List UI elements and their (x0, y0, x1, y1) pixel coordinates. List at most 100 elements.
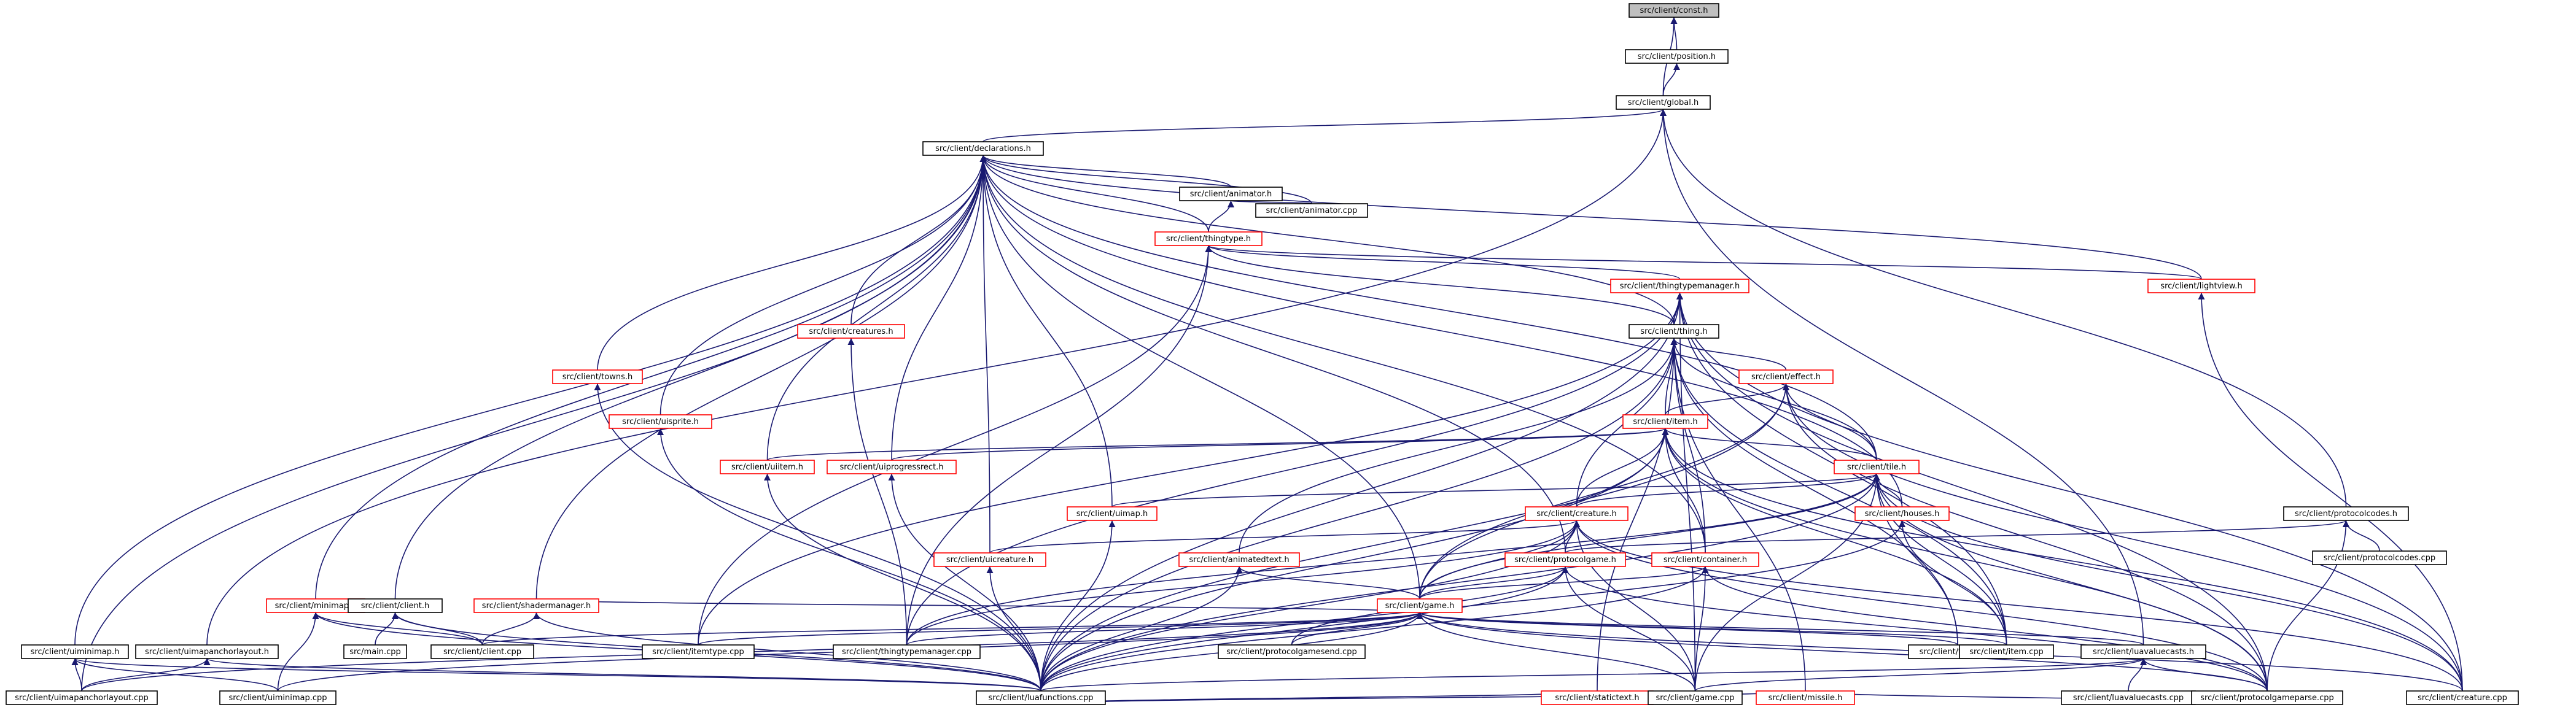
node-creatures[interactable]: src/client/creatures.h (797, 324, 905, 339)
node-global[interactable]: src/client/global.h (1616, 95, 1711, 110)
node-game-h[interactable]: src/client/game.h (1377, 598, 1463, 613)
node-box (348, 598, 443, 613)
node-item-cpp[interactable]: src/client/item.cpp (1959, 644, 2054, 659)
edge-game-h-to-thingtypemanager-cpp (906, 612, 1423, 646)
edge-protocolgame-to-game-cpp (1562, 566, 1696, 692)
node-client-cpp[interactable]: src/client/client.cpp (430, 644, 534, 659)
edge-tile-to-game-cpp (1694, 473, 1880, 692)
node-label: src/client/game.cpp (1656, 693, 1734, 703)
node-box (1622, 414, 1708, 429)
edge-game-h-to-itemtype-cpp (698, 612, 1423, 646)
node-label: src/client/container.h (1664, 555, 1747, 565)
edge-declarations-to-animator-h (979, 155, 1232, 188)
node-box (1834, 460, 1920, 474)
node-uimapanchorlayout-cpp[interactable]: src/client/uimapanchorlayout.cpp (6, 690, 158, 705)
node-thing[interactable]: src/client/thing.h (1628, 324, 1719, 339)
node-box (720, 460, 815, 474)
node-uisprite[interactable]: src/client/uisprite.h (609, 414, 712, 429)
node-uimap[interactable]: src/client/uimap.h (1067, 506, 1158, 521)
node-label: src/client/thingtypemanager.h (1620, 282, 1740, 291)
node-protocolgame[interactable]: src/client/protocolgame.h (1504, 552, 1626, 567)
node-const[interactable]: src/client/const.h (1628, 3, 1719, 18)
node-animator-h[interactable]: src/client/animator.h (1179, 187, 1283, 201)
node-label: src/client/uisprite.h (622, 417, 699, 426)
edge-minimap-to-uiminimap-cpp (277, 612, 319, 692)
edge-shadermanager-to-client-cpp (481, 612, 540, 646)
edge-lightview-to-creature-cpp (2198, 292, 2463, 692)
edge-position-to-global (1662, 63, 1681, 96)
node-uiitem[interactable]: src/client/uiitem.h (720, 460, 815, 474)
node-uiminimap-h[interactable]: src/client/uiminimap.h (21, 644, 129, 659)
node-uiminimap-cpp[interactable]: src/client/uiminimap.cpp (219, 690, 337, 705)
node-container[interactable]: src/client/container.h (1651, 552, 1759, 567)
node-box (1255, 203, 1368, 218)
node-position[interactable]: src/client/position.h (1625, 49, 1729, 64)
node-label: src/client/protocolgameparse.cpp (2200, 693, 2333, 703)
node-label: src/client/effect.h (1751, 372, 1821, 382)
node-protocolgameparse-cpp[interactable]: src/client/protocolgameparse.cpp (2191, 690, 2343, 705)
edge-luavaluecasts-h-to-luafunctions-cpp (1040, 658, 2147, 692)
node-animator-cpp[interactable]: src/client/animator.cpp (1255, 203, 1368, 218)
edge-creature-h-to-thingtypemanager-cpp (906, 520, 1580, 646)
node-protocolcodes-h[interactable]: src/client/protocolcodes.h (2283, 506, 2409, 521)
node-box (609, 414, 712, 429)
node-thingtypemanager[interactable]: src/client/thingtypemanager.h (1610, 279, 1749, 293)
edge-tile-to-uimap (1111, 473, 1880, 507)
node-box (1179, 187, 1283, 201)
edge-thing-to-effect (1670, 338, 1787, 371)
node-label: src/client/houses.h (1865, 509, 1940, 519)
edge-thingtypemanager-to-game-cpp (1676, 292, 1696, 692)
edge-animatedtext-to-luafunctions-cpp (1040, 566, 1243, 692)
node-label: src/client/uiprogressrect.h (839, 463, 943, 472)
edge-towns-to-luafunctions-cpp (594, 383, 1041, 692)
edge-global-to-protocolcodes-h (1659, 109, 2347, 507)
node-effect[interactable]: src/client/effect.h (1738, 369, 1834, 384)
node-uimapanchorlayout-h[interactable]: src/client/uimapanchorlayout.h (135, 644, 279, 659)
node-statictext[interactable]: src/client/statictext.h (1541, 690, 1654, 705)
node-item[interactable]: src/client/item.h (1622, 414, 1708, 429)
node-minimap[interactable]: src/client/minimap.h (266, 598, 365, 613)
node-thingtype[interactable]: src/client/thingtype.h (1154, 231, 1263, 246)
node-luavaluecasts-h[interactable]: src/client/luavaluecasts.h (2080, 644, 2206, 659)
node-main-cpp[interactable]: src/main.cpp (343, 644, 407, 659)
node-uiprogressrect[interactable]: src/client/uiprogressrect.h (827, 460, 957, 474)
node-creature-cpp[interactable]: src/client/creature.cpp (2406, 690, 2519, 705)
node-houses[interactable]: src/client/houses.h (1854, 506, 1950, 521)
edge-thingtype-to-itemtype-cpp (698, 245, 1212, 646)
edge-declarations-to-client-h (394, 155, 987, 600)
node-label: src/client/uimapanchorlayout.h (145, 647, 269, 657)
edge-uiminimap-h-to-uimapanchorlayout-cpp (71, 658, 82, 692)
node-box (1854, 506, 1950, 521)
node-label: src/client/creatures.h (809, 327, 893, 336)
node-creature-h[interactable]: src/client/creature.h (1525, 506, 1628, 521)
node-client-h[interactable]: src/client/client.h (348, 598, 443, 613)
node-luafunctions-cpp[interactable]: src/client/luafunctions.cpp (976, 690, 1106, 705)
node-luavaluecasts-cpp[interactable]: src/client/luavaluecasts.cpp (2061, 690, 2196, 705)
node-declarations[interactable]: src/client/declarations.h (922, 141, 1044, 156)
edge-declarations-to-uimapanchorlayout-cpp (81, 155, 987, 692)
node-box (430, 644, 534, 659)
edge-uiprogressrect-to-luafunctions-cpp (888, 473, 1041, 692)
edge-declarations-to-tile (979, 155, 1877, 461)
node-protocolcodes-cpp[interactable]: src/client/protocolcodes.cpp (2312, 550, 2447, 565)
node-itemtype-cpp[interactable]: src/client/itemtype.cpp (642, 644, 755, 659)
edge-declarations-to-uiminimap-h (74, 155, 987, 646)
node-box (1651, 552, 1759, 567)
node-thingtypemanager-cpp[interactable]: src/client/thingtypemanager.cpp (833, 644, 981, 659)
edge-declarations-to-uicreature (979, 155, 990, 554)
node-box (827, 460, 957, 474)
node-animatedtext[interactable]: src/client/animatedtext.h (1178, 552, 1300, 567)
edge-creatures-to-thingtypemanager-cpp (847, 338, 908, 646)
node-missile[interactable]: src/client/missile.h (1756, 690, 1855, 705)
node-game-cpp[interactable]: src/client/game.cpp (1648, 690, 1743, 705)
node-towns[interactable]: src/client/towns.h (552, 369, 643, 384)
edge-declarations-to-game-h (979, 155, 1420, 600)
node-label: src/client/animatedtext.h (1189, 555, 1289, 565)
node-tile[interactable]: src/client/tile.h (1834, 460, 1920, 474)
node-lightview[interactable]: src/client/lightview.h (2147, 279, 2255, 293)
node-protocolgamesend-cpp[interactable]: src/client/protocolgamesend.cpp (1218, 644, 1366, 659)
node-uicreature[interactable]: src/client/uicreature.h (933, 552, 1046, 567)
edge-protocolgame-to-protocolgameparse-cpp (1562, 566, 2268, 692)
node-shadermanager[interactable]: src/client/shadermanager.h (473, 598, 599, 613)
